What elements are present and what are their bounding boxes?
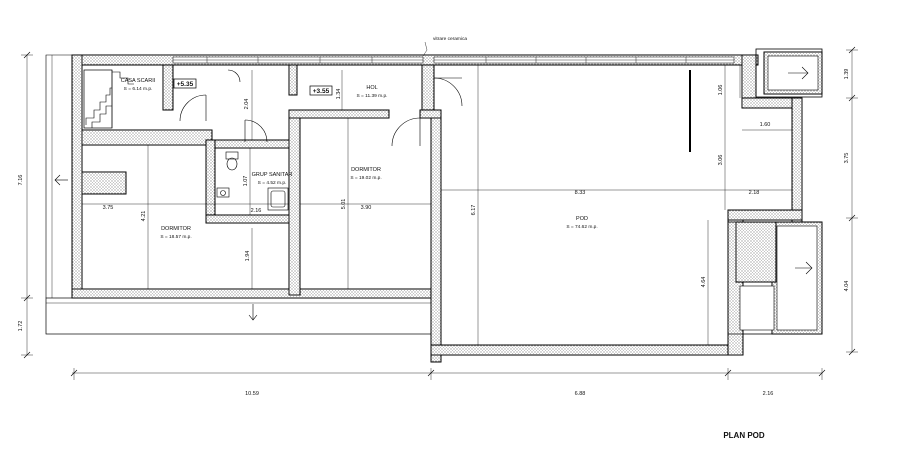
dim-right-2: 3.75 [844, 153, 850, 164]
terrace-left [45, 54, 72, 298]
wall-hall-right [421, 64, 435, 111]
dim-216-wc: 2.16 [251, 208, 262, 214]
dim-left-2: 1.72 [18, 321, 24, 332]
dim-194: 1.94 [245, 251, 251, 262]
wall-bottom-left [71, 288, 441, 299]
room-area-casa-scara: S = 6.14 m.p. [124, 86, 153, 92]
dim-218: 2.18 [749, 190, 760, 196]
room-area-hol: S = 11.39 m.p. [357, 93, 388, 99]
room-area-grup-sanitar: S = 4.52 m.p. [258, 180, 287, 186]
balcony-top-right [755, 48, 823, 98]
dim-204: 2.04 [244, 99, 250, 110]
wall-right-step-lower [727, 209, 803, 221]
wall-right-mid [791, 97, 803, 223]
wall-stair-right [162, 64, 174, 111]
plan-title: PLAN POD [723, 431, 765, 440]
dim-501: 5.01 [341, 199, 347, 210]
balcony-bottom-right [727, 221, 823, 335]
dim-bottom-3: 2.16 [763, 391, 774, 397]
room-area-dormitor-1: S = 19.02 m.p. [350, 175, 381, 181]
windows-top [172, 56, 735, 64]
wall-stair-bottom [81, 129, 213, 146]
dim-right-3: 4.04 [844, 281, 850, 292]
wall-wc-top [205, 139, 297, 149]
dim-left-1: 7.16 [18, 175, 24, 186]
room-name-pod: POD [576, 216, 588, 222]
dim-106: 1.06 [718, 85, 724, 96]
dim-617: 6.17 [471, 205, 477, 216]
dim-160: 1.60 [760, 122, 771, 128]
level-tag-stair: +5.35 [173, 78, 197, 89]
wall-left [71, 54, 83, 297]
dim-464: 4.64 [701, 277, 707, 288]
dim-right-1: 1.39 [844, 69, 850, 80]
annotation-glass: vitrare ceramica [433, 36, 467, 42]
wall-pod-bottom [430, 344, 744, 356]
room-name-dormitor-2: DORMITOR [161, 226, 191, 232]
bathroom-fixtures [216, 151, 289, 211]
level-tag-hall-text: +3.55 [313, 88, 330, 95]
dimension-chain-right [846, 46, 858, 356]
level-tag-stair-text: +5.35 [177, 81, 194, 88]
room-name-grup-sanitar: GRUP SANITAR [252, 172, 293, 178]
room-area-dormitor-2: S = 18.57 m.p. [160, 234, 191, 240]
room-name-casa-scara: CASA SCARII [121, 78, 156, 84]
wall-wc-bottom [205, 214, 301, 224]
dimension-chain-left [21, 51, 33, 359]
wall-hall-bottom [288, 109, 390, 119]
wall-left-nook [81, 171, 127, 195]
dim-833: 8.33 [575, 190, 586, 196]
room-name-hol: HOL [366, 85, 377, 91]
wall-hall-bottom-right [419, 109, 442, 119]
terrace-bottom [45, 297, 432, 335]
dim-134: 1.34 [336, 89, 342, 100]
dim-bottom-2: 6.88 [575, 391, 586, 397]
stairs [83, 69, 134, 129]
dim-bottom-1: 10.59 [245, 391, 259, 397]
wall-wc-left [205, 139, 216, 221]
wall-pod-left [430, 109, 442, 363]
dim-421: 4.21 [141, 211, 147, 222]
room-name-dormitor-1: DORMITOR [351, 167, 381, 173]
doors [179, 69, 463, 147]
glass-leader [422, 41, 428, 57]
dim-375: 3.75 [103, 205, 114, 211]
wall-right-top [741, 54, 757, 104]
dim-107: 1.07 [243, 176, 249, 187]
wall-hall-left [288, 64, 298, 96]
level-tag-hall: +3.55 [309, 85, 333, 96]
walls [71, 54, 803, 363]
room-area-pod: S = 74.62 m.p. [566, 224, 597, 230]
inner-dimension-lines [82, 65, 792, 345]
wall-bedroom-divider [288, 109, 301, 296]
dim-390: 3.90 [361, 205, 372, 211]
dimension-chain-bottom [70, 368, 826, 380]
dim-306: 3.06 [718, 155, 724, 166]
